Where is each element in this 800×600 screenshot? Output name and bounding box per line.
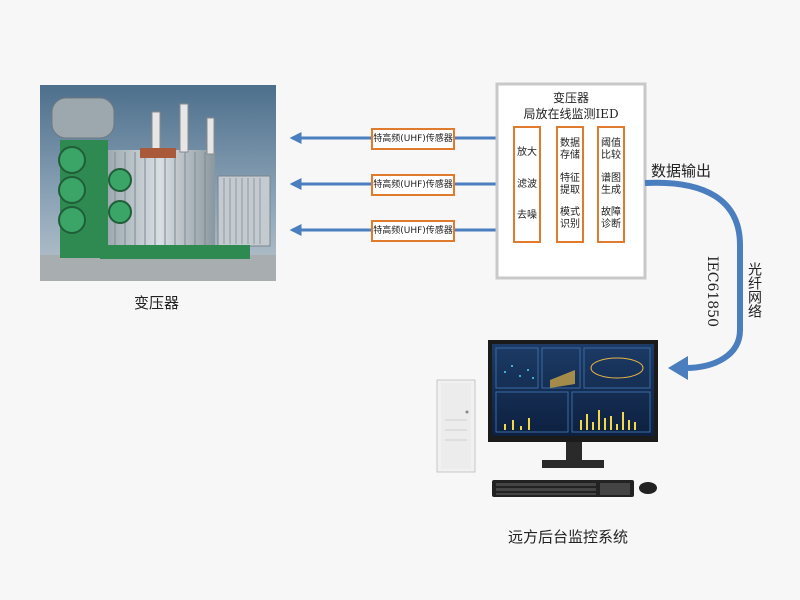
module-item: 故障诊断 xyxy=(601,206,621,230)
module-item: 谱图生成 xyxy=(601,172,621,196)
backend-caption: 远方后台监控系统 xyxy=(508,528,629,546)
ied-title-line2: 局放在线监测IED xyxy=(523,107,619,121)
module-item: 滤波 xyxy=(517,178,537,190)
fiber-arrowhead xyxy=(668,356,688,380)
monitor xyxy=(488,340,658,468)
iec61850-label: IEC61850 xyxy=(704,256,720,327)
uhf-sensor-3: 特高频(UHF)传感器 xyxy=(371,220,455,242)
uhf-sensor-1: 特高频(UHF)传感器 xyxy=(371,128,455,150)
pc-tower xyxy=(436,379,476,473)
mouse xyxy=(639,482,657,494)
keyboard xyxy=(492,480,634,497)
ied-title: 变压器 局放在线监测IED xyxy=(497,90,645,122)
module-amplify-filter: 放大 滤波 去噪 xyxy=(513,126,541,243)
data-output-label: 数据输出 xyxy=(651,162,712,180)
fiber-network-arrow xyxy=(644,179,743,371)
module-item: 阈值比较 xyxy=(601,138,621,162)
transformer-caption: 变压器 xyxy=(134,294,180,312)
module-item: 特征提取 xyxy=(560,172,580,196)
ied-title-line1: 变压器 xyxy=(552,91,589,105)
module-item: 模式识别 xyxy=(560,206,580,230)
module-storage-recognition: 数据存储 特征提取 模式识别 xyxy=(556,126,584,243)
fiber-network-label: 光纤网络 xyxy=(746,262,762,318)
module-item: 放大 xyxy=(517,147,537,159)
module-item: 去噪 xyxy=(517,209,537,221)
module-item: 数据存储 xyxy=(560,138,580,162)
transformer-image xyxy=(40,85,276,281)
module-threshold-diagnosis: 阈值比较 谱图生成 故障诊断 xyxy=(597,126,625,243)
uhf-sensor-2: 特高频(UHF)传感器 xyxy=(371,174,455,196)
